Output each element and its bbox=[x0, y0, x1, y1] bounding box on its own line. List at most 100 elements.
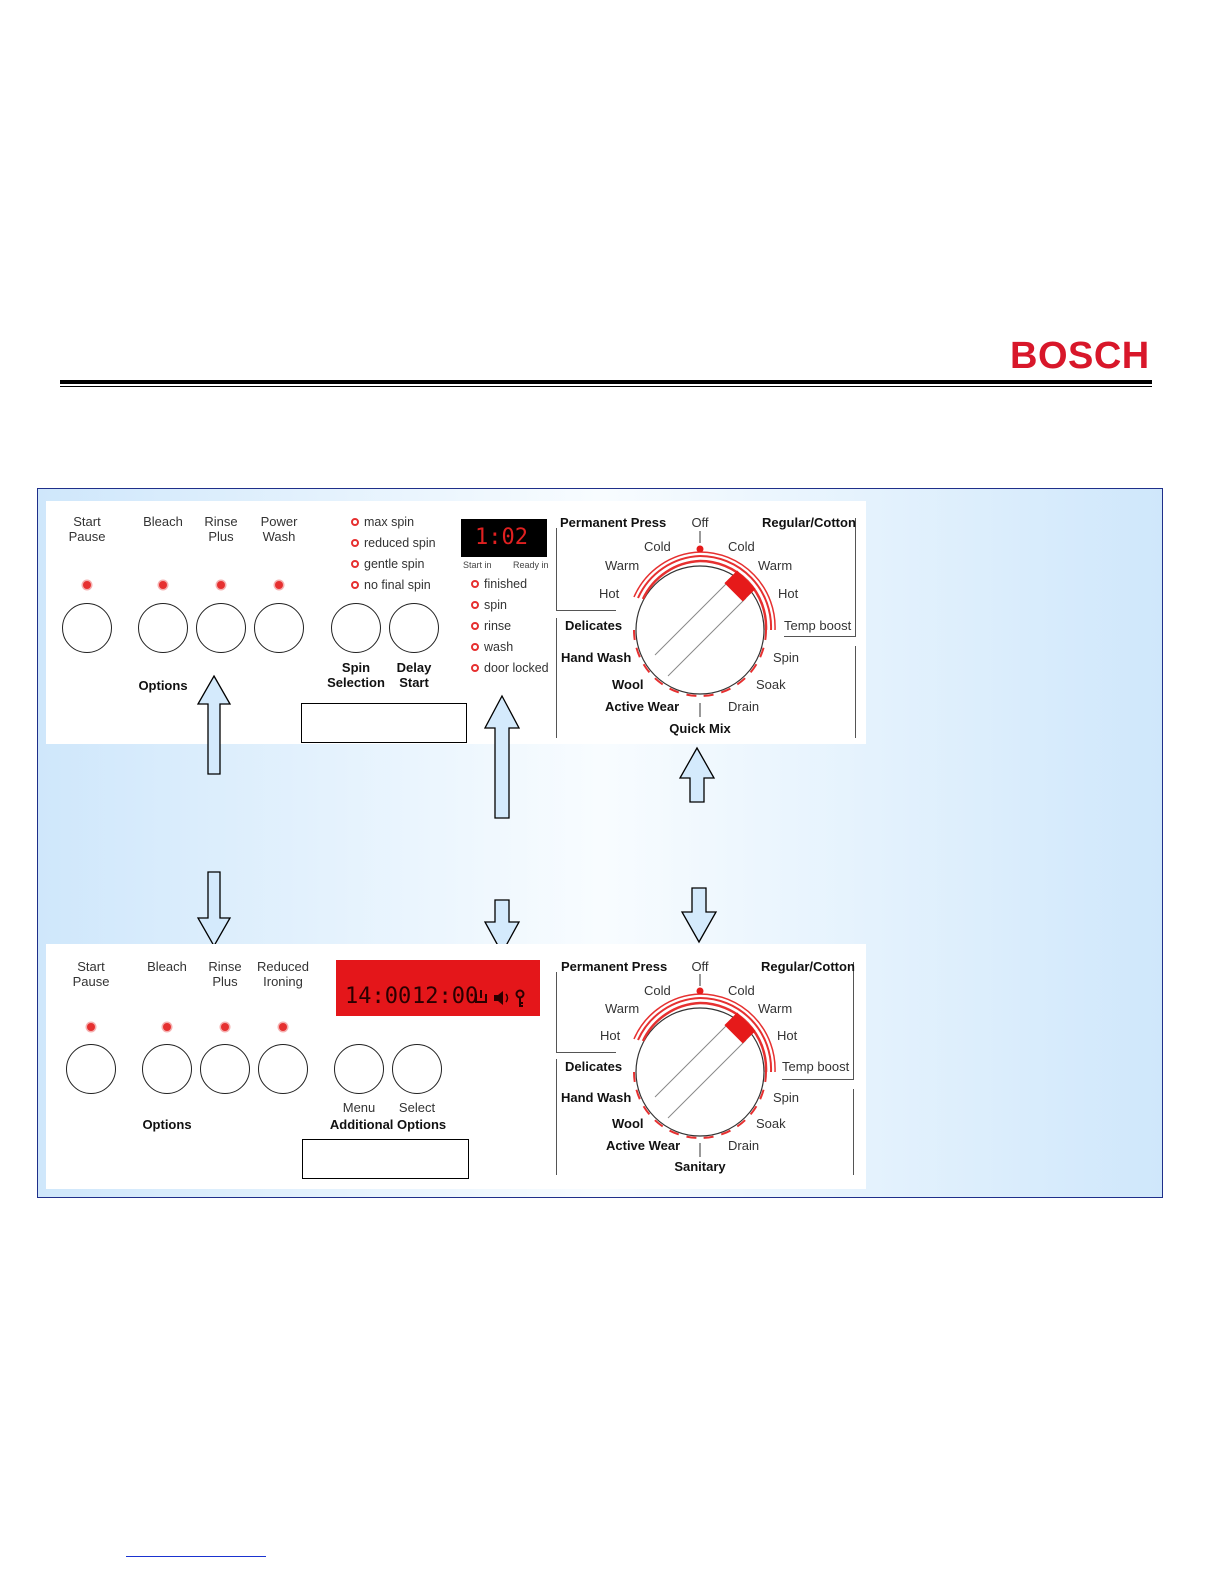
dial-regular-cotton: Regular/Cotton bbox=[761, 959, 855, 974]
indicator-light bbox=[87, 1023, 95, 1031]
footer-link[interactable] bbox=[126, 1556, 266, 1557]
speaker-icon bbox=[494, 991, 503, 1005]
dial-wool: Wool bbox=[612, 1116, 644, 1131]
indicator-light bbox=[83, 581, 91, 589]
display-time-2: 12:00 bbox=[412, 984, 479, 1009]
start-pause-button[interactable] bbox=[66, 1044, 116, 1094]
key-icon bbox=[515, 989, 525, 999]
dial-frame-line bbox=[782, 1079, 854, 1080]
dial-frame-line bbox=[556, 972, 557, 1052]
dial-warm-left: Warm bbox=[605, 1001, 640, 1016]
dial-active-wear: Active Wear bbox=[606, 1138, 681, 1153]
status-finished: finished bbox=[484, 577, 528, 591]
indicator-light bbox=[217, 581, 225, 589]
dial-cold-right: Cold bbox=[728, 983, 755, 998]
callout-box bbox=[302, 1139, 469, 1179]
dial-off: Off bbox=[691, 959, 709, 974]
dial-regular-cotton: Regular/Cotton bbox=[762, 515, 856, 530]
indicator-light bbox=[221, 1023, 229, 1031]
dial-warm-left: Warm bbox=[605, 558, 640, 573]
dial-off: Off bbox=[691, 515, 709, 530]
options-label: Options bbox=[138, 678, 188, 693]
dial-frame-line bbox=[556, 618, 557, 738]
display-status-icons bbox=[475, 989, 525, 1007]
header-rule-thin bbox=[60, 386, 1152, 387]
digital-display: 14:00 12:00 bbox=[336, 960, 540, 1016]
dial-soak: Soak bbox=[756, 677, 786, 692]
callout-box bbox=[301, 703, 467, 743]
dial-hot-right: Hot bbox=[777, 1028, 798, 1043]
select-button[interactable] bbox=[392, 1044, 442, 1094]
status-led bbox=[471, 601, 479, 609]
digital-display: 1:02 bbox=[461, 519, 547, 557]
start-pause-button[interactable] bbox=[62, 603, 112, 653]
status-led bbox=[471, 643, 479, 651]
select-label: Select bbox=[398, 1100, 436, 1115]
additional-options-label: Additional Options bbox=[329, 1117, 447, 1132]
spin-selection-button[interactable] bbox=[331, 603, 381, 653]
status-rinse: rinse bbox=[484, 619, 512, 633]
menu-label: Menu bbox=[342, 1100, 376, 1115]
dial-hot-right: Hot bbox=[778, 586, 799, 601]
rinse-plus-button[interactable] bbox=[200, 1044, 250, 1094]
bleach-button[interactable] bbox=[138, 603, 188, 653]
dial-frame-line bbox=[853, 962, 854, 1079]
dial-delicates: Delicates bbox=[565, 1059, 623, 1074]
status-led bbox=[471, 580, 479, 588]
dial-frame-line bbox=[556, 1059, 557, 1175]
status-led bbox=[471, 622, 479, 630]
dial-hand-wash: Hand Wash bbox=[561, 650, 632, 665]
spin-level-led bbox=[351, 518, 359, 526]
dial-frame-line bbox=[556, 1052, 616, 1053]
spin-level-max: max spin bbox=[364, 515, 415, 529]
dial-permanent-press: Permanent Press bbox=[561, 959, 668, 974]
dial-delicates: Delicates bbox=[565, 618, 623, 633]
dial-hot-left: Hot bbox=[599, 586, 620, 601]
dial-frame-line bbox=[855, 646, 856, 738]
dial-wool: Wool bbox=[612, 677, 644, 692]
display-time: 1:02 bbox=[475, 525, 528, 550]
dial-frame-line bbox=[855, 518, 856, 636]
dial-drain: Drain bbox=[728, 1138, 760, 1153]
spin-level-led bbox=[351, 581, 359, 589]
spin-level-led bbox=[351, 539, 359, 547]
label-bleach: Bleach bbox=[147, 959, 187, 974]
status-spin: spin bbox=[484, 598, 507, 612]
dial-warm-right: Warm bbox=[758, 558, 793, 573]
menu-button[interactable] bbox=[334, 1044, 384, 1094]
reduced-ironing-button[interactable] bbox=[258, 1044, 308, 1094]
dial-cold-right: Cold bbox=[728, 539, 755, 554]
display-start-label: Start in bbox=[463, 560, 492, 570]
display-time-1: 14:00 bbox=[345, 984, 412, 1009]
spin-level-led bbox=[351, 560, 359, 568]
dial-cold-left: Cold bbox=[644, 539, 671, 554]
dial-frame-line bbox=[556, 528, 557, 610]
dial-hot-left: Hot bbox=[600, 1028, 621, 1043]
indicator-light bbox=[279, 1023, 287, 1031]
dial-temp-boost: Temp boost bbox=[782, 1059, 850, 1074]
power-wash-button[interactable] bbox=[254, 603, 304, 653]
dial-frame-line bbox=[784, 636, 856, 637]
dial-sanitary: Sanitary bbox=[674, 1159, 726, 1174]
dial-drain: Drain bbox=[728, 699, 760, 714]
dial-warm-right: Warm bbox=[758, 1001, 793, 1016]
delay-start-button[interactable] bbox=[389, 603, 439, 653]
rinse-plus-button[interactable] bbox=[196, 603, 246, 653]
spin-level-gentle: gentle spin bbox=[364, 557, 425, 571]
dial-spin: Spin bbox=[773, 650, 800, 665]
bleach-button[interactable] bbox=[142, 1044, 192, 1094]
dial-temp-boost: Temp boost bbox=[784, 618, 852, 633]
dial-frame-line bbox=[556, 610, 616, 611]
status-led bbox=[471, 664, 479, 672]
dial-active-wear: Active Wear bbox=[605, 699, 680, 714]
status-wash: wash bbox=[484, 640, 514, 654]
indicator-light bbox=[159, 581, 167, 589]
